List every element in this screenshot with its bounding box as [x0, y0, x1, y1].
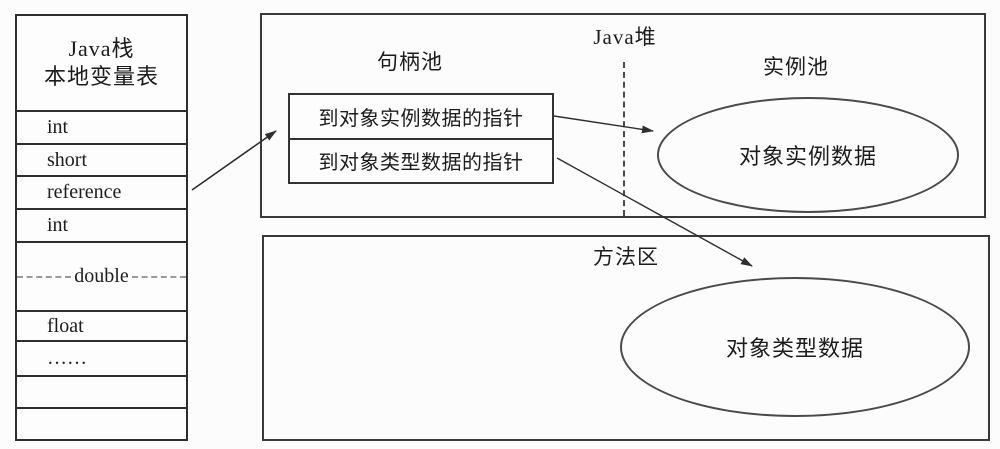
stack-row-label: reference [47, 181, 122, 203]
double-dash-left [17, 275, 72, 278]
stack-row-reference: reference [17, 177, 186, 210]
stack-row-label: float [47, 314, 84, 337]
pointer-row-instance-data: 到对象实例数据的指针 [290, 95, 552, 140]
handle-pointer-box: 到对象实例数据的指针 到对象类型数据的指针 [288, 93, 554, 184]
stack-row-label: int [47, 214, 69, 236]
java-heap-title: Java堆 [593, 25, 657, 49]
stack-row-label: short [47, 148, 87, 171]
stack-row-int-2: int [17, 210, 186, 243]
pointer-row-type-data: 到对象类型数据的指针 [290, 140, 552, 183]
object-type-data-label: 对象类型数据 [725, 336, 864, 361]
stack-row-double: double [17, 243, 186, 312]
handle-pool-label: 句柄池 [377, 50, 443, 74]
stack-row-int-1: int [17, 112, 186, 145]
pointer-row-label: 到对象类型数据的指针 [318, 152, 524, 175]
stack-row-short: short [17, 145, 186, 177]
method-area-title: 方法区 [593, 245, 659, 269]
stack-row-empty-1 [17, 377, 186, 409]
object-instance-data-ellipse: 对象实例数据 [657, 97, 959, 213]
instance-pool-label: 实例池 [763, 55, 829, 79]
method-area-box: 方法区 对象类型数据 [262, 235, 990, 441]
java-stack-title: Java栈 本地变量表 [17, 16, 186, 112]
stack-row-empty-2 [17, 409, 186, 443]
object-type-data-ellipse: 对象类型数据 [620, 277, 970, 417]
java-stack-table: Java栈 本地变量表 int short reference int doub… [15, 14, 188, 441]
stack-row-label: …… [47, 347, 87, 369]
pointer-row-label: 到对象实例数据的指针 [318, 107, 524, 130]
stack-row-ellipsis: …… [17, 342, 186, 377]
object-instance-data-label: 对象实例数据 [738, 144, 877, 169]
stack-row-float: float [17, 312, 186, 342]
java-stack-title-line1: Java栈 [68, 36, 135, 61]
double-dash-right [131, 275, 186, 278]
java-stack-title-line2: 本地变量表 [43, 64, 159, 89]
stack-row-label: double [74, 265, 129, 287]
heap-dashed-divider [623, 62, 625, 216]
stack-row-label: int [47, 116, 69, 138]
java-heap-box: Java堆 句柄池 实例池 到对象实例数据的指针 到对象类型数据的指针 对象实例… [260, 13, 986, 218]
